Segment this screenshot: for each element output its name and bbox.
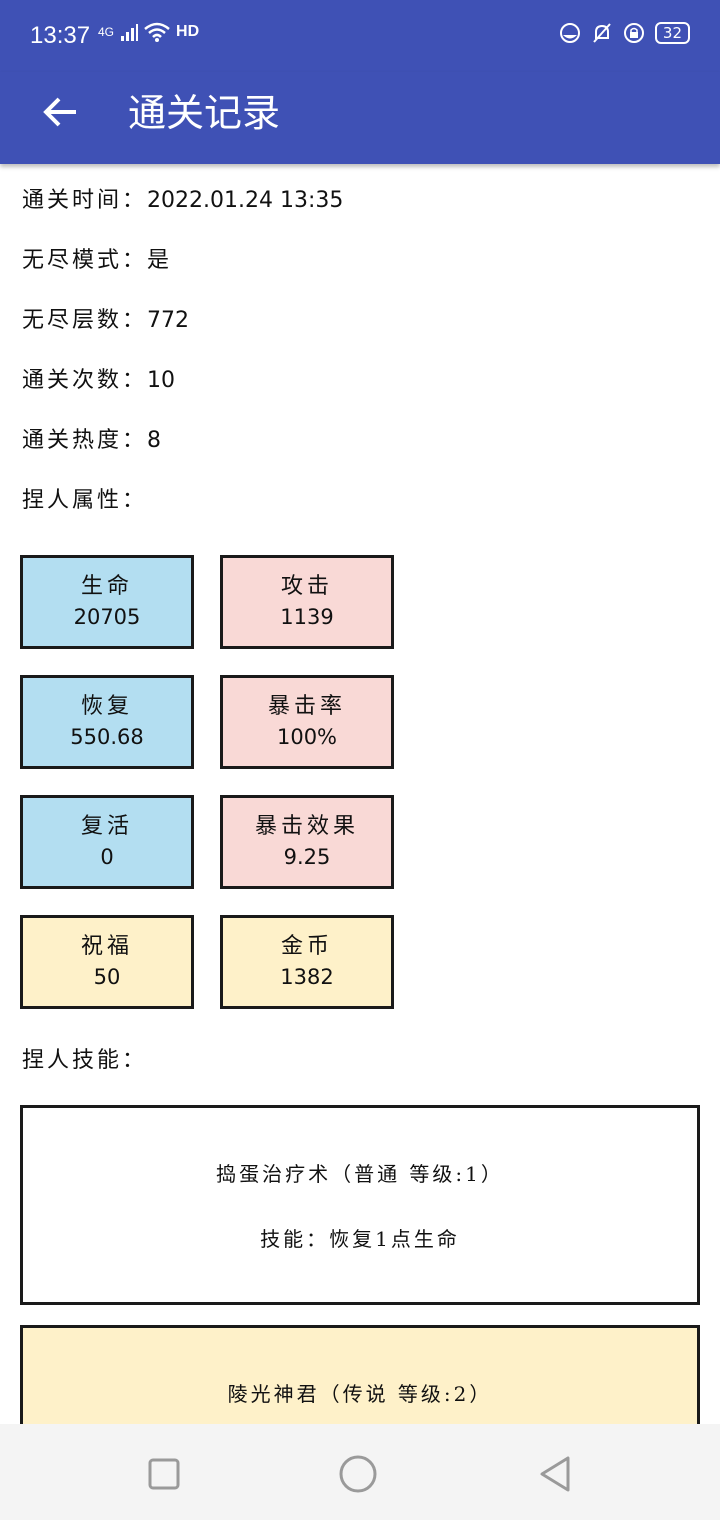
attr-cell-revive: 复活 0 bbox=[20, 795, 194, 889]
skill-card: 捣蛋治疗术（普通 等级:1） 技能：恢复1点生命 bbox=[20, 1105, 700, 1305]
attr-label: 暴击效果 bbox=[254, 814, 359, 839]
attr-value: 50 bbox=[93, 965, 121, 989]
hd-icon: HD bbox=[176, 23, 200, 40]
attributes-heading: 捏人属性： bbox=[22, 486, 147, 516]
skills-heading-sep: ： bbox=[122, 1048, 148, 1073]
endless-floors-sep: ： bbox=[122, 308, 148, 333]
attr-cell-health: 生命 20705 bbox=[20, 555, 194, 649]
skill-title: 陵光神君（传说 等级:2） bbox=[227, 1382, 493, 1406]
attr-cell-gold: 金币 1382 bbox=[220, 915, 394, 1009]
dnd-icon bbox=[559, 23, 580, 43]
clear-time-sep: ： bbox=[122, 188, 148, 213]
attr-value: 9.25 bbox=[283, 845, 331, 869]
clear-time-value: 2022.01.24 13:35 bbox=[147, 188, 344, 213]
wifi-icon bbox=[144, 22, 170, 42]
arrow-left-icon[interactable] bbox=[40, 92, 80, 132]
clear-count-row: 通关次数：10 bbox=[22, 366, 175, 396]
attr-value: 100% bbox=[276, 725, 338, 749]
attr-value: 0 bbox=[100, 845, 114, 869]
home-circle-icon[interactable] bbox=[338, 1454, 378, 1494]
status-right-icons: 32 bbox=[559, 22, 690, 44]
clear-count-sep: ： bbox=[122, 368, 148, 393]
clear-heat-row: 通关热度：8 bbox=[22, 426, 161, 456]
page-title: 通关记录 bbox=[128, 91, 281, 135]
attr-label: 祝福 bbox=[80, 934, 133, 959]
attr-value: 1382 bbox=[280, 965, 334, 989]
mute-icon bbox=[593, 23, 611, 43]
endless-floors-label: 无尽层数 bbox=[22, 308, 123, 333]
status-left-icons: 4G HD bbox=[98, 22, 199, 42]
attr-value: 20705 bbox=[73, 605, 141, 629]
battery-icon: 32 bbox=[654, 22, 690, 44]
attr-label: 金币 bbox=[280, 934, 333, 959]
clear-heat-value: 8 bbox=[147, 428, 162, 453]
attr-label: 暴击率 bbox=[267, 694, 346, 719]
attr-cell-crit-rate: 暴击率 100% bbox=[220, 675, 394, 769]
attr-label: 生命 bbox=[80, 574, 133, 599]
skill-card: 陵光神君（传说 等级:2） bbox=[20, 1325, 700, 1424]
signal-icon bbox=[121, 24, 139, 41]
attr-value: 550.68 bbox=[70, 725, 144, 749]
attr-cell-attack: 攻击 1139 bbox=[220, 555, 394, 649]
record-content[interactable]: 通关时间：2022.01.24 13:35 无尽模式：是 无尽层数：772 通关… bbox=[0, 164, 720, 1424]
attr-label: 攻击 bbox=[280, 574, 333, 599]
attributes-heading-label: 捏人属性 bbox=[22, 488, 123, 513]
attr-label: 复活 bbox=[80, 814, 133, 839]
attr-cell-blessing: 祝福 50 bbox=[20, 915, 194, 1009]
lock-rotation-icon bbox=[623, 23, 644, 43]
clear-heat-label: 通关热度 bbox=[22, 428, 123, 453]
clear-heat-sep: ： bbox=[122, 428, 148, 453]
endless-floors-row: 无尽层数：772 bbox=[22, 306, 189, 336]
attr-cell-recovery: 恢复 550.68 bbox=[20, 675, 194, 769]
endless-mode-value: 是 bbox=[147, 248, 170, 273]
clear-count-value: 10 bbox=[147, 368, 176, 393]
back-triangle-icon[interactable] bbox=[536, 1454, 576, 1494]
clear-time-row: 通关时间：2022.01.24 13:35 bbox=[22, 186, 343, 216]
attr-cell-crit-effect: 暴击效果 9.25 bbox=[220, 795, 394, 889]
skills-heading-label: 捏人技能 bbox=[22, 1048, 123, 1073]
status-time: 13:37 bbox=[30, 22, 91, 49]
attr-value: 1139 bbox=[280, 605, 334, 629]
clear-count-label: 通关次数 bbox=[22, 368, 123, 393]
endless-mode-label: 无尽模式 bbox=[22, 248, 123, 273]
skill-title: 捣蛋治疗术（普通 等级:1） bbox=[216, 1162, 504, 1186]
clear-time-label: 通关时间 bbox=[22, 188, 123, 213]
app-bar: 通关记录 bbox=[0, 72, 720, 164]
endless-floors-value: 772 bbox=[147, 308, 190, 333]
attr-label: 恢复 bbox=[80, 694, 133, 719]
skill-desc: 技能：恢复1点生命 bbox=[260, 1227, 460, 1251]
network-type: 4G bbox=[98, 25, 115, 39]
navigation-bar bbox=[0, 1424, 720, 1520]
recents-square-icon[interactable] bbox=[144, 1454, 184, 1494]
attributes-heading-sep: ： bbox=[122, 488, 148, 513]
skills-heading: 捏人技能： bbox=[22, 1046, 147, 1076]
status-bar: 13:37 4G HD 32 bbox=[0, 0, 720, 72]
endless-mode-sep: ： bbox=[122, 248, 148, 273]
endless-mode-row: 无尽模式：是 bbox=[22, 246, 169, 276]
